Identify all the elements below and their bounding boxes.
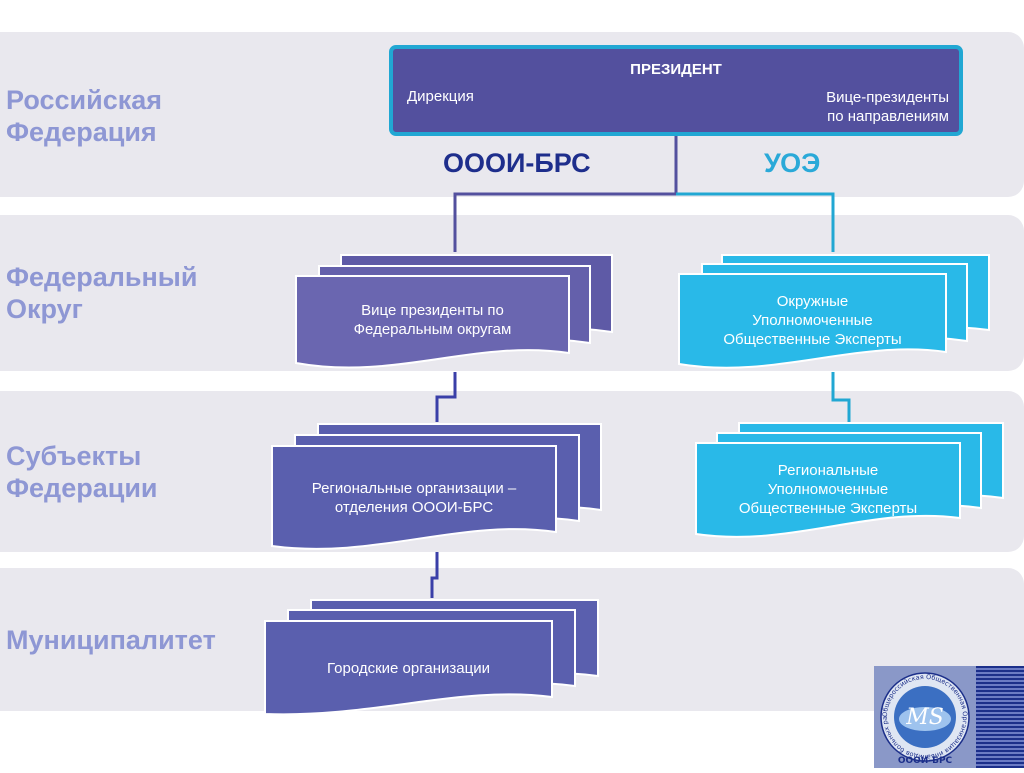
card-regional-experts-text: Региональные Уполномоченные Общественные…	[738, 461, 918, 517]
president-title: ПРЕЗИДЕНТ	[630, 61, 722, 78]
card-stack-vp-districts	[295, 254, 613, 369]
connector-regional-to-city	[430, 552, 439, 598]
connector-left-branch	[453, 192, 676, 252]
org-label-right: УОЭ	[764, 148, 821, 178]
card-city-orgs-text: Городские организации	[327, 659, 490, 677]
logo-monogram: MS	[905, 705, 944, 730]
org-label-left: ОООИ-БРС	[443, 148, 591, 178]
card-stack-regional-orgs	[271, 423, 602, 550]
logo-caption: ОООИ-БРС	[898, 756, 953, 766]
card-vp-districts-text: Вице президенты по Федеральным округам	[353, 302, 512, 338]
card-district-experts-text: Окружные Уполномоченные Общественные Экс…	[723, 292, 902, 348]
logo-emblem-icon: MS Общероссийская Общественная Организац…	[871, 660, 970, 766]
level-label-municipality: Муниципалитет	[6, 625, 216, 655]
organization-logo: MS Общероссийская Общественная Организац…	[871, 660, 976, 768]
card-regional-orgs-text: Региональные организации – отделения ООО…	[311, 480, 517, 516]
card-stack-regional-experts	[695, 422, 1004, 538]
directorate-label: Дирекция	[407, 88, 474, 105]
vice-presidents-label: Вице-президенты по направлениям	[826, 89, 949, 125]
level-label-federation: Российская Федерация	[6, 85, 163, 147]
card-stack-district-experts	[678, 254, 990, 369]
connector-left-to-regional	[435, 372, 457, 422]
connector-right-to-regional	[831, 372, 851, 422]
connector-right-branch	[676, 192, 835, 252]
card-stack-city-orgs	[264, 599, 599, 716]
level-label-district: Федеральный Округ	[6, 262, 198, 324]
level-label-subjects: Субъекты Федерации	[6, 441, 158, 503]
president-box: ПРЕЗИДЕНТ Дирекция Вице-президенты по на…	[389, 45, 963, 136]
decorative-stripes	[976, 666, 1024, 768]
